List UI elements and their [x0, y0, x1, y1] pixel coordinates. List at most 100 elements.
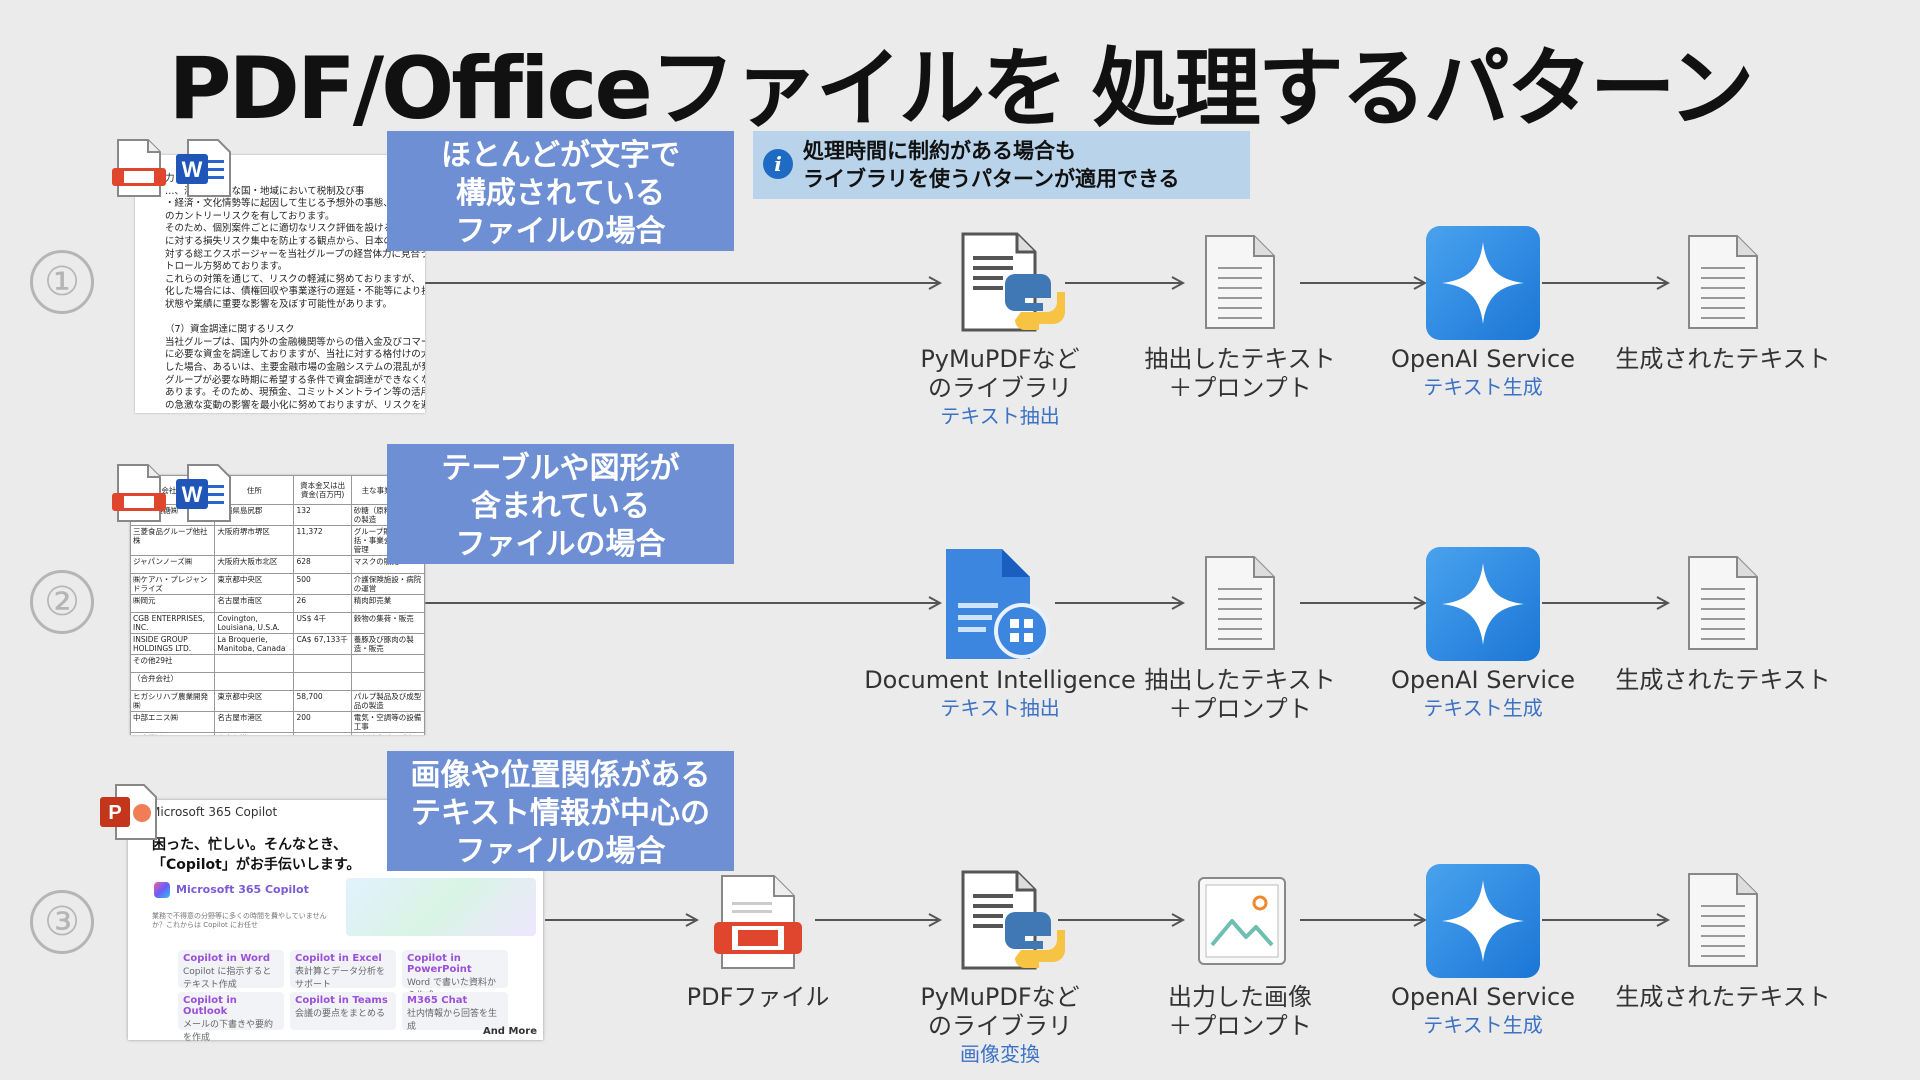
row-number-3: ③ — [30, 890, 94, 954]
step-1-4-caption: 生成されたテキスト — [1603, 345, 1843, 374]
caption-line: Document Intelligence — [864, 666, 1136, 694]
caption-line: OpenAI Service — [1391, 666, 1575, 694]
doc-text-line: ・経済・文化情勢等に起因して生じる予想外の事態、 — [165, 198, 393, 210]
table-cell: La Broquerie, Manitoba, Canada — [214, 633, 295, 655]
slide-header: Microsoft 365 Copilot — [150, 805, 278, 819]
table-cell: 精肉卸売業 — [350, 594, 425, 613]
svg-text:W: W — [182, 482, 203, 507]
doc-text-line: 化した場合には、債権回収や事業遂行の遅延・不能等により損失 — [165, 286, 425, 298]
caption-line: 抽出したテキスト — [1144, 345, 1336, 373]
table-cell: 東京都中央区 — [214, 573, 295, 595]
python-document-icon — [961, 232, 1065, 332]
caption-line: PyMuPDFなど — [920, 345, 1080, 373]
table-cell: 中部エニス㈱ — [130, 711, 216, 733]
word-file-icon: W — [176, 464, 231, 522]
row-3-label-line: ファイルの場合 — [455, 834, 666, 869]
row-1-label-line: ファイルの場合 — [455, 214, 666, 249]
table-cell — [350, 654, 425, 673]
slide-card-title: Copilot in Word — [183, 953, 271, 964]
table-cell: 628 — [293, 555, 352, 574]
table-row: その他29社 — [130, 654, 425, 673]
caption-line: ＋プロンプト — [1168, 695, 1312, 723]
table-row: 三菱食品グループ他社株大阪府堺市堺区11,372グループ財務の統括・事業会社の経… — [130, 525, 425, 556]
table-cell — [293, 654, 352, 673]
step-1-3-caption: OpenAI Service テキスト生成 — [1363, 345, 1603, 400]
slide-body: 業務で不得意の分野等に多くの時間を費やしていませんか？これからは Copilot… — [152, 912, 327, 929]
table-cell: パルプ製品及び成型品の製造 — [350, 690, 425, 712]
table-cell: ヒガシリハブ農業開発㈱ — [130, 690, 216, 712]
table-cell: 名古屋市港区 — [214, 711, 295, 733]
table-cell: US$ 4千 — [293, 612, 352, 634]
doc-text-line: グループが必要な時期に希望する条件で資金調達ができなくなる — [165, 374, 425, 386]
row-1-label-line: ほとんどが文字で — [440, 138, 681, 173]
caption-line: OpenAI Service — [1391, 345, 1575, 373]
doc-text-line: これらの対策を通じて、リスクの軽減に努めておりますが、 — [165, 273, 421, 285]
text-document-icon — [1688, 556, 1758, 650]
slide-card-title: Copilot in Excel — [295, 953, 382, 964]
copilot-logo-icon — [154, 882, 170, 898]
table-cell: （合弁会社） — [130, 672, 216, 691]
note-line-1: 処理時間に制約がある場合も — [803, 139, 1076, 163]
caption-line: 生成されたテキスト — [1615, 983, 1831, 1011]
slide-card-title: Copilot in PowerPoint — [407, 953, 472, 975]
row-1-label: ほとんどが文字で 構成されている ファイルの場合 — [387, 131, 734, 251]
pdf-file-icon — [112, 464, 166, 522]
caption-sub: 画像変換 — [960, 1042, 1040, 1066]
caption-line: PDFファイル — [686, 983, 830, 1011]
step-3-3-caption: 出力した画像 ＋プロンプト — [1120, 983, 1360, 1041]
step-2-3-caption: OpenAI Service テキスト生成 — [1363, 666, 1603, 721]
row-number-2: ② — [30, 570, 94, 634]
text-document-icon — [1688, 235, 1758, 329]
doc-text-line: のカントリーリスクを有しております。 — [165, 210, 335, 222]
table-cell: 大阪府堺市堺区 — [214, 525, 295, 556]
table-cell: 大阪府大阪市北区 — [214, 555, 295, 574]
slide-feature-card: Copilot in Teams 会議の要点をまとめる — [290, 992, 396, 1030]
slide-card-text: 社内情報から回答を生成 — [407, 1009, 498, 1032]
step-2-1-caption: Document Intelligence テキスト抽出 — [860, 666, 1140, 721]
slide-footer: And More — [482, 1026, 537, 1037]
caption-line: ＋プロンプト — [1168, 1012, 1312, 1040]
caption-sub: テキスト抽出 — [940, 696, 1060, 720]
table-cell: 名古屋市南区 — [214, 594, 295, 613]
python-document-icon — [961, 870, 1065, 970]
openai-sparkle-icon — [1426, 226, 1540, 340]
doc-text-line: そのため、個別案件ごとに適切なリスク評価を設けるととも — [165, 223, 422, 235]
caption-line: OpenAI Service — [1391, 983, 1575, 1011]
step-3-2-caption: PyMuPDFなど のライブラリ 画像変換 — [880, 983, 1120, 1067]
table-cell: 18,302 — [293, 732, 352, 735]
table-cell: CA$ 67,133千 — [293, 633, 352, 655]
info-icon: i — [763, 149, 793, 179]
doc-text-line: トロール方努めております。 — [165, 261, 288, 273]
step-2-4-caption: 生成されたテキスト — [1603, 666, 1843, 695]
slide-card-text: 表計算とデータ分析をサポート — [295, 967, 386, 990]
slide-brand: Microsoft 365 Copilot — [176, 883, 309, 896]
table-cell: 電気・空調等の設備工事 — [350, 711, 425, 733]
table-cell: 11,372 — [293, 525, 352, 556]
slide-card-text: 会議の要点をまとめる — [295, 1009, 386, 1019]
openai-sparkle-icon — [1426, 547, 1540, 661]
table-cell: 58,700 — [293, 690, 352, 712]
table-cell: 養豚及び豚肉の製造・販売 — [350, 633, 425, 655]
caption-line: 出力した画像 — [1168, 983, 1312, 1011]
row-3-label-line: 画像や位置関係がある — [410, 758, 711, 793]
doc-text-line — [165, 312, 425, 325]
caption-line: PyMuPDFなど — [920, 983, 1080, 1011]
openai-sparkle-icon — [1426, 864, 1540, 978]
table-row: …事業㈱東京都港区18,302一般消費財の販売 — [130, 732, 425, 735]
row-3-label-line: テキスト情報が中心の — [410, 796, 711, 831]
doc-text-line: に必要な資金を調達しておりますが、当社に対する格付けの大幅 — [165, 349, 425, 361]
table-cell: 穀物の集荷・販売 — [350, 612, 425, 634]
table-cell — [350, 672, 425, 691]
doc-text-line: に対する損失リスク集中を防止する観点から、日本の国内総体に — [165, 235, 425, 247]
doc-text-line: （7）資金調達に関するリスク — [165, 324, 295, 336]
table-cell: Covington, Louisiana, U.S.A. — [214, 612, 295, 634]
step-1-2-caption: 抽出したテキスト ＋プロンプト — [1120, 345, 1360, 403]
slide-feature-card: Copilot in Excel 表計算とデータ分析をサポート — [290, 950, 396, 990]
slide-card-title: Copilot in Teams — [295, 995, 388, 1006]
